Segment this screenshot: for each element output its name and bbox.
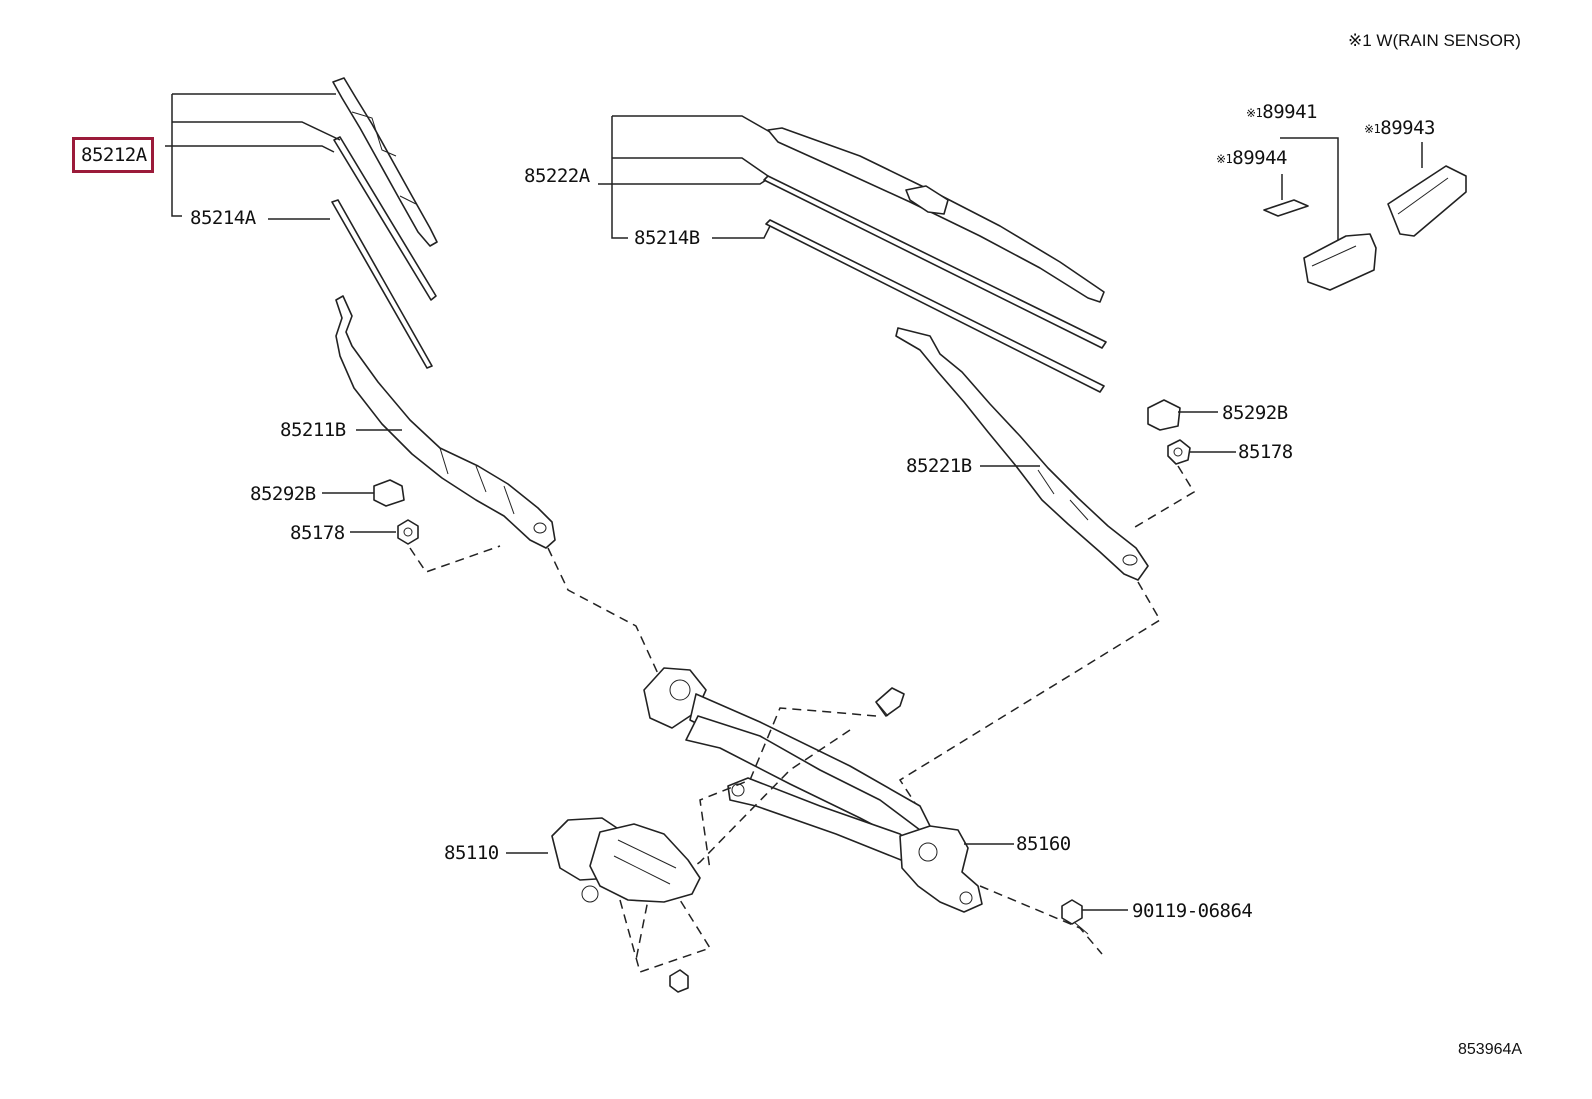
left-blade-rubber-inner [333, 136, 437, 301]
part-label-85214A[interactable]: 85214A [190, 207, 256, 229]
linkage-bolt[interactable] [875, 687, 905, 717]
left-wiper-arm[interactable] [335, 295, 556, 549]
left-wiper-blade[interactable] [332, 77, 438, 247]
part-label-85222A[interactable]: 85222A [524, 165, 590, 187]
rain-sensor-mark: ※1 [1216, 152, 1233, 166]
rain-sensor-note: ※1 W(RAIN SENSOR) [1348, 31, 1521, 50]
wiper-motor[interactable] [551, 817, 701, 903]
part-label-85292B-right[interactable]: 85292B [1222, 402, 1288, 424]
right-arm-cap[interactable] [1147, 399, 1181, 431]
dash-left-nut [409, 545, 501, 573]
left-arm-cap[interactable] [373, 479, 405, 507]
part-label-89943[interactable]: ※189943 [1364, 117, 1435, 139]
wiper-linkage[interactable] [643, 667, 983, 913]
part-label-89941[interactable]: ※189941 [1246, 101, 1317, 123]
bolt-90119[interactable] [1061, 899, 1089, 935]
part-label-90119-06864[interactable]: 90119-06864 [1132, 900, 1253, 922]
right-wiper-blade[interactable] [767, 127, 1105, 303]
dash-right-nut [1129, 465, 1196, 531]
left-bracket-leaders [165, 93, 341, 220]
right-wiper-rubber[interactable] [765, 219, 1105, 393]
dash-motor-lower [635, 729, 851, 961]
part-label-89944[interactable]: ※189944 [1216, 147, 1287, 169]
rain-sensor-cover-89943[interactable] [1387, 165, 1467, 237]
part-label-85211B[interactable]: 85211B [280, 419, 346, 441]
rain-sensor-leaders [1280, 137, 1423, 240]
part-label-85214B[interactable]: 85214B [634, 227, 700, 249]
part-label-85292B-left[interactable]: 85292B [250, 483, 316, 505]
rain-sensor-mark: ※1 [1246, 106, 1263, 120]
left-wiper-rubber[interactable] [331, 199, 433, 369]
part-label-85160[interactable]: 85160 [1016, 833, 1071, 855]
part-label-85212A[interactable]: 85212A [72, 137, 154, 173]
right-wiper-arm[interactable] [895, 327, 1149, 581]
diagram-id: 853964A [1458, 1041, 1523, 1058]
rain-sensor-mark: ※1 [1364, 122, 1381, 136]
right-bracket-leaders [598, 115, 771, 239]
dash-motor-grommet [619, 899, 712, 973]
rain-sensor-89941[interactable] [1303, 233, 1377, 291]
dash-bolt-motor [699, 707, 877, 871]
part-label-85178-right[interactable]: 85178 [1238, 441, 1293, 463]
part-label-85221B[interactable]: 85221B [906, 455, 972, 477]
dash-bolt-right [979, 885, 1103, 955]
part-label-85178-left[interactable]: 85178 [290, 522, 345, 544]
rain-sensor-pad-89944[interactable] [1263, 199, 1309, 217]
motor-grommet[interactable] [669, 969, 689, 993]
dash-right-pivot [898, 581, 1162, 827]
left-arm-nut[interactable] [397, 519, 419, 545]
right-arm-nut[interactable] [1167, 439, 1191, 465]
right-blade-rubber-inner [763, 175, 1107, 349]
part-label-85110[interactable]: 85110 [444, 842, 499, 864]
dash-left-pivot [547, 547, 661, 679]
